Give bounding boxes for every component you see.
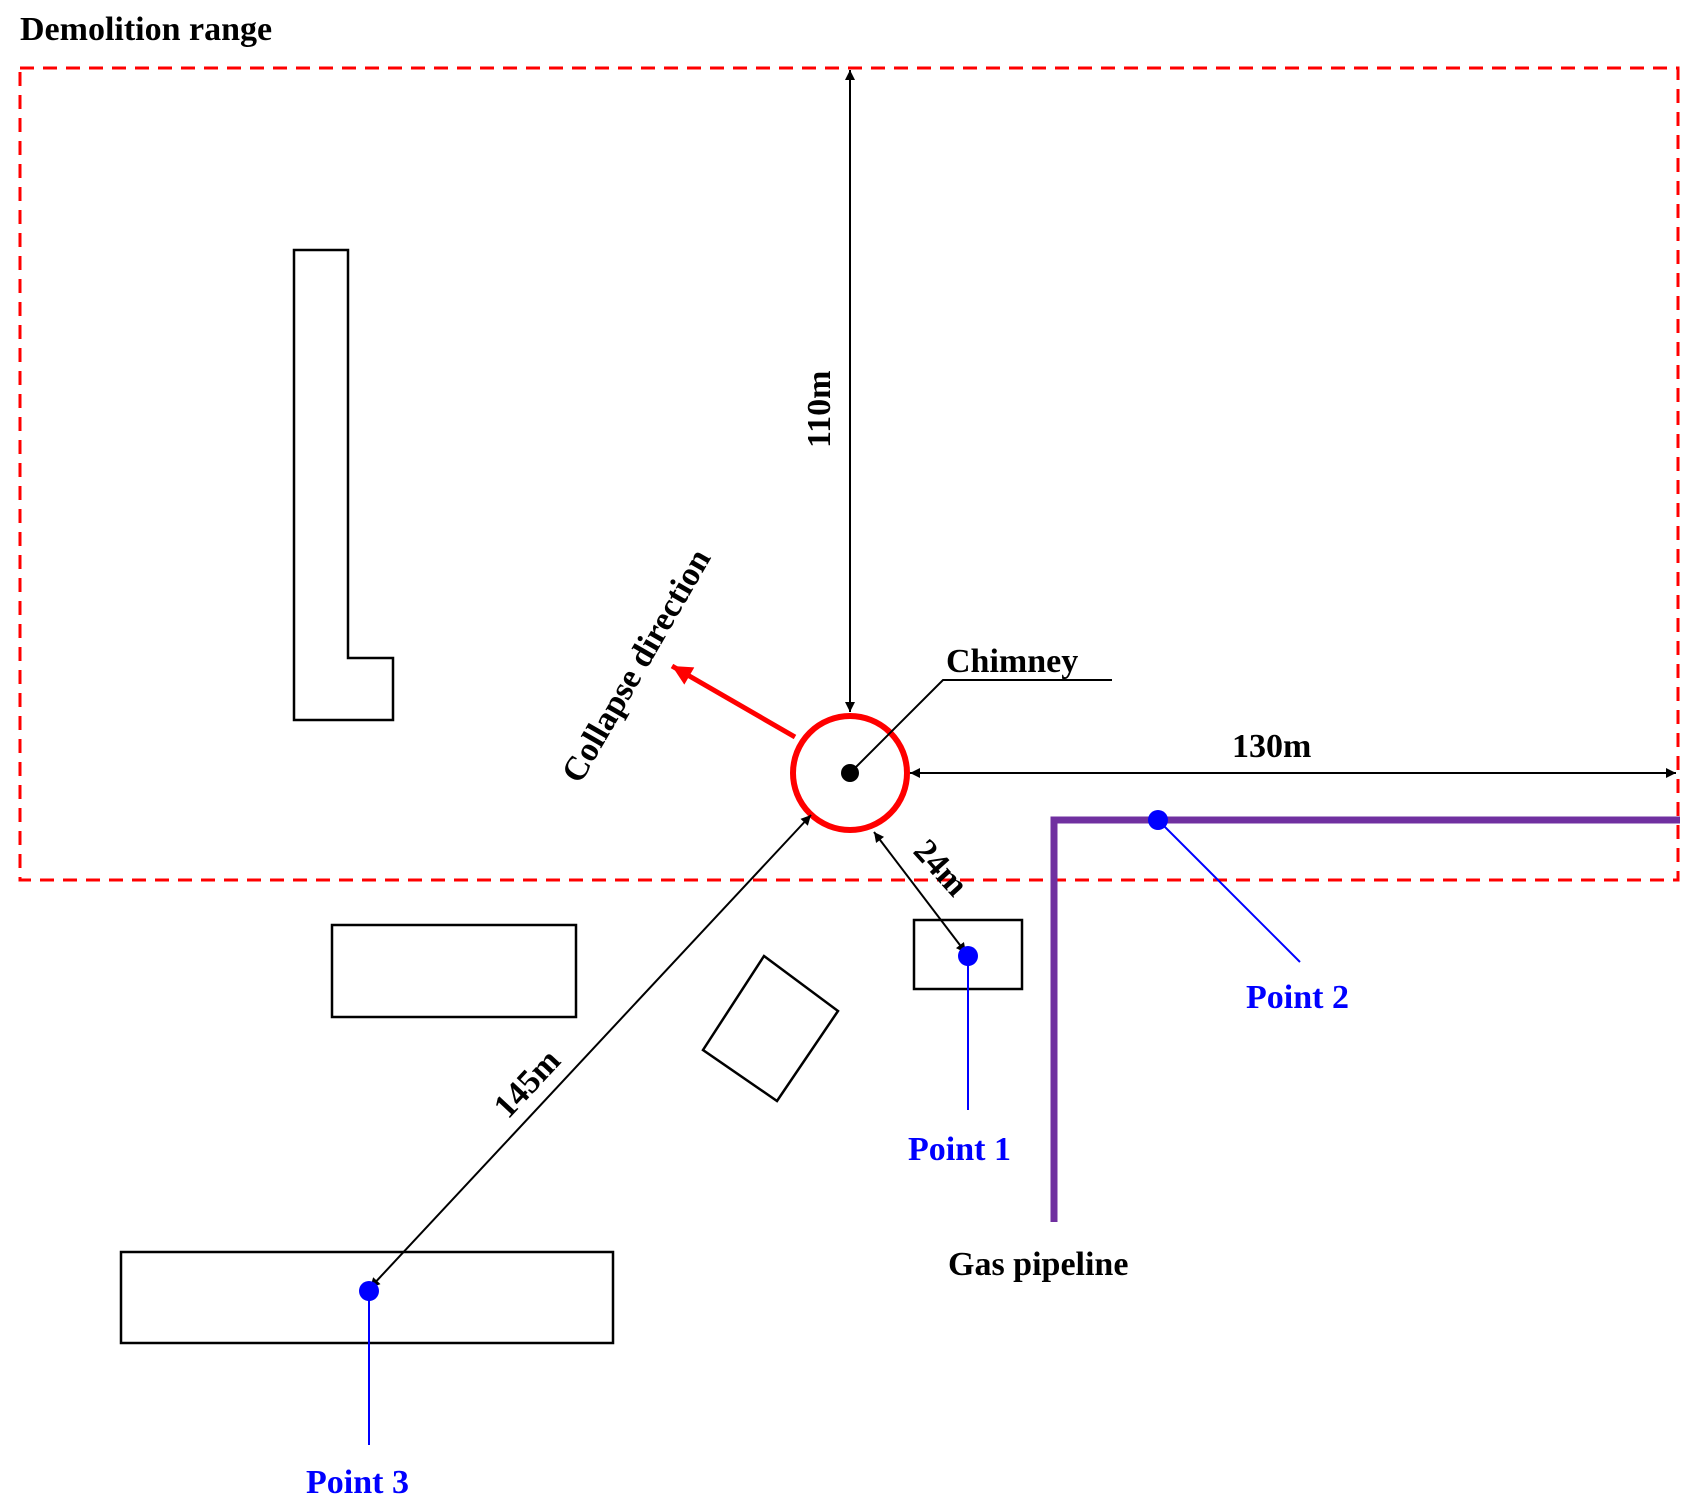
collapse-direction-label: Collapse direction	[555, 543, 719, 789]
dimension-110m-label: 110m	[801, 371, 838, 448]
dimension-145m	[369, 814, 812, 1289]
dimension-24m	[873, 831, 967, 954]
dimension-145m-label: 145m	[487, 1042, 568, 1125]
diagram-title: Demolition range	[20, 11, 272, 48]
l-shaped-building	[292, 248, 395, 722]
point-2-leader	[1157, 819, 1301, 963]
chimney-leader-line	[849, 679, 1112, 774]
chimney-ring	[790, 713, 910, 833]
gas-pipeline	[1050, 816, 1680, 1222]
gas-pipeline-label: Gas pipeline	[948, 1246, 1128, 1283]
point-3-label: Point 3	[306, 1464, 409, 1501]
building-west	[330, 923, 578, 1019]
dimension-130m-label: 130m	[1232, 728, 1311, 765]
point-2-marker	[1148, 810, 1168, 830]
building-point-3	[119, 1250, 615, 1345]
dimension-24m-label: 24m	[906, 833, 975, 904]
point-2-label: Point 2	[1246, 979, 1349, 1016]
collapse-direction-arrow	[670, 663, 797, 740]
point-1-label: Point 1	[908, 1131, 1011, 1168]
point-3-marker	[359, 1281, 379, 1301]
chimney-label: Chimney	[946, 643, 1078, 680]
building-rotated	[701, 954, 840, 1103]
demolition-range-boundary	[18, 66, 1680, 882]
point-1-marker	[958, 946, 978, 966]
